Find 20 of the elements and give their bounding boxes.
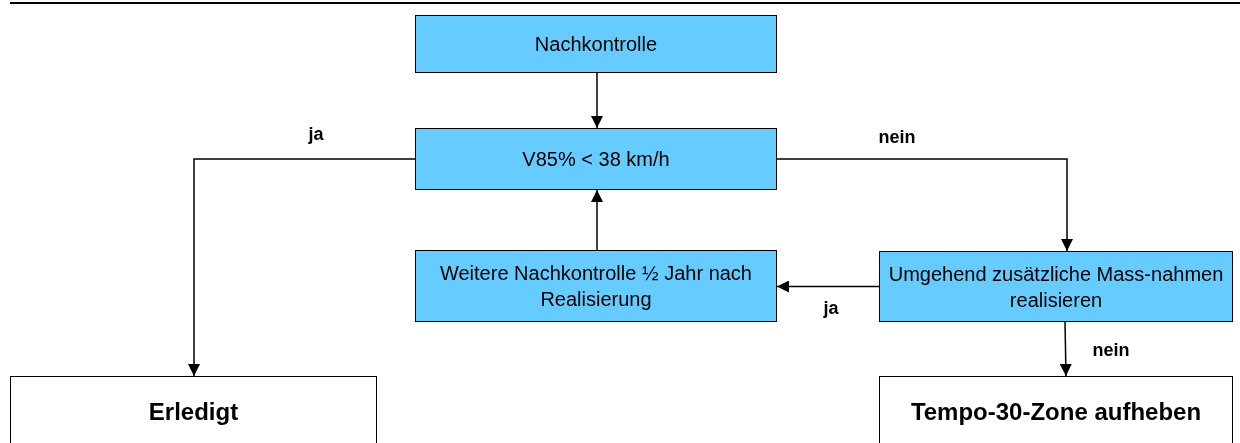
box-label: V85% < 38 km/h <box>522 147 670 172</box>
arrow <box>591 189 603 251</box>
arrow <box>776 280 880 293</box>
arrow <box>188 158 416 377</box>
process-box <box>879 376 1233 443</box>
process-box <box>879 251 1233 322</box>
arrow <box>776 158 1073 252</box>
box-label: Weitere Nachkontrolle ½ Jahr nach Realisierung <box>439 261 753 312</box>
process-box <box>415 250 777 322</box>
process-box <box>10 376 377 443</box>
box-label: Tempo-30-Zone aufheben <box>910 397 1202 428</box>
box-label: Umgehend zusätzliche Mass-nahmen realisieren <box>888 261 1224 313</box>
edge-label: ja <box>308 125 324 145</box>
arrow <box>591 72 603 129</box>
edge-label: ja <box>823 299 839 319</box>
arrow <box>1059 321 1072 377</box>
process-box <box>415 15 777 73</box>
process-box <box>415 128 777 190</box>
box-label: Erledigt <box>148 397 239 428</box>
box-label: Nachkontrolle <box>534 32 658 57</box>
